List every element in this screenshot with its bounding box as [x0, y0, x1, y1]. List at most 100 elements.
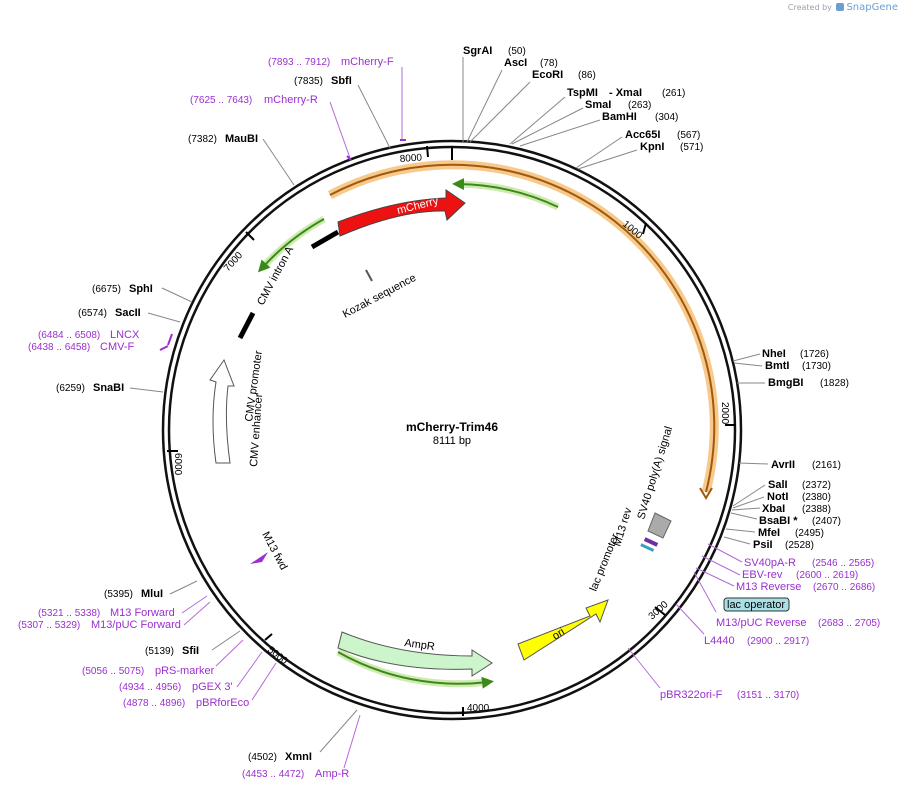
tick-label-8000: 8000 — [399, 152, 422, 165]
leader-bsabi — [730, 512, 758, 520]
leader-mfei — [725, 528, 756, 533]
lac-operator-box — [723, 597, 790, 612]
primer-ebv-rev-range: (2600 .. 2619) — [796, 570, 858, 581]
backbone-outer — [161, 139, 743, 721]
enzyme-smai-pos: (263) — [628, 100, 651, 111]
leader-xbai — [731, 507, 761, 511]
enzyme-snabi-name[interactable]: SnaBI — [93, 382, 124, 394]
enzyme-mlui-pos: (5395) — [104, 589, 133, 600]
enzyme-noti-name[interactable]: NotI — [767, 491, 788, 503]
enzyme-sacii-name[interactable]: SacII — [115, 307, 141, 319]
primer-cmv-f-range: (6438 .. 6458) — [28, 342, 90, 353]
primer-prs-marker-name[interactable]: pRS-marker — [155, 665, 215, 677]
enzyme-mlui-name[interactable]: MluI — [141, 588, 163, 600]
leader-amp-r — [343, 714, 361, 769]
primer-arc-top-halo — [457, 180, 560, 211]
enzyme-mfei-name[interactable]: MfeI — [758, 527, 780, 539]
primer-lncx-name[interactable]: LNCX — [110, 329, 140, 341]
enzyme-asci-pos: (78) — [540, 58, 558, 69]
primer-pgex3-name[interactable]: pGEX 3' — [192, 681, 233, 693]
primer-pbrforeco-name[interactable]: pBRforEco — [196, 697, 249, 709]
enzyme-ecori-pos: (86) — [578, 70, 596, 81]
mcherry-arrow — [337, 189, 466, 237]
enzyme-tspmi-name[interactable]: TspMI — [567, 87, 598, 99]
primer-mcherry-r-name[interactable]: mCherry-R — [264, 94, 318, 106]
enzyme-tspmi-pos: (261) — [662, 88, 685, 99]
enzyme-sgrai-name[interactable]: SgrAI — [463, 45, 492, 57]
cmv-promoter-bar — [237, 311, 256, 340]
enzyme-xmni-name[interactable]: XmnI — [285, 751, 312, 763]
tick-7000 — [245, 231, 255, 241]
kozak-mark — [365, 269, 373, 282]
primer-m13-reverse-range: (2670 .. 2686) — [813, 582, 875, 593]
primer-lncx-range: (6484 .. 6508) — [38, 330, 100, 341]
enzyme-nhei-name[interactable]: NheI — [762, 348, 786, 360]
primer-mcherry-r-range: (7625 .. 7643) — [190, 95, 252, 106]
enzyme-avrii-name[interactable]: AvrII — [771, 459, 795, 471]
primer-m13-puc-reverse-range: (2683 .. 2705) — [818, 618, 880, 629]
leader-sali — [732, 484, 766, 507]
enzyme-bsabi-name[interactable]: BsaBI * — [759, 515, 798, 527]
primer-m13-puc-forward-range: (5307 .. 5329) — [18, 620, 80, 631]
enzyme-sgrai-pos: (50) — [508, 46, 526, 57]
leader-asci — [466, 69, 503, 143]
leader-maubi — [262, 138, 295, 186]
enzyme-bmgbi-name[interactable]: BmgBI — [768, 377, 803, 389]
primer-mcherry-f-name[interactable]: mCherry-F — [341, 56, 394, 68]
enzyme-snabi-pos: (6259) — [56, 383, 85, 394]
primer-cmv-f-name[interactable]: CMV-F — [100, 341, 135, 353]
enzyme-maubi-pos: (7382) — [188, 134, 217, 145]
leader-bmti — [733, 362, 763, 367]
enzyme-psii-name[interactable]: PsiI — [753, 539, 773, 551]
primer-m13-reverse-name[interactable]: M13 Reverse — [736, 581, 801, 593]
enzyme-asci-name[interactable]: AscI — [504, 57, 527, 69]
primer-m13-puc-forward-name[interactable]: M13/pUC Forward — [91, 619, 181, 631]
snapgene-credit: Created by SnapGene — [788, 2, 898, 13]
leader-l4440 — [675, 603, 705, 635]
plasmid-name: mCherry-Trim46 — [406, 420, 498, 434]
cmv-enhancer-label: CMV enhancer — [248, 393, 265, 467]
leader-sphi — [161, 287, 193, 303]
enzyme-ecori-name[interactable]: EcoRI — [532, 69, 563, 81]
tick-5000 — [264, 633, 273, 641]
enzyme-sbfi-name[interactable]: SbfI — [331, 75, 352, 87]
enzyme-bmti-pos: (1730) — [802, 361, 831, 372]
primer-m13-forward-range: (5321 .. 5338) — [38, 608, 100, 619]
enzyme-sphi-name[interactable]: SphI — [129, 283, 153, 295]
primer-arc-left — [257, 218, 325, 273]
leader-tspmi — [509, 96, 566, 145]
primer-m13-forward-name[interactable]: M13 Forward — [110, 607, 175, 619]
leader-bamhi — [519, 119, 601, 147]
enzyme-sfii-name[interactable]: SfiI — [182, 645, 199, 657]
leader-sacii — [147, 312, 181, 323]
enzyme-xmni-pos: (4502) — [248, 752, 277, 763]
enzyme-smai-name[interactable]: SmaI — [585, 99, 611, 111]
primer-amp-r-name[interactable]: Amp-R — [315, 768, 349, 780]
ampr-arrow — [337, 631, 493, 677]
enzyme-maubi-name[interactable]: MauBI — [225, 133, 258, 145]
leader-m13-puc-reverse — [693, 571, 717, 613]
enzyme-kpni-name[interactable]: KpnI — [640, 141, 664, 153]
enzyme-xmai-name[interactable]: - XmaI — [609, 87, 642, 99]
leader-pgex3 — [236, 651, 263, 688]
primer-m13-puc-reverse-name[interactable]: M13/pUC Reverse — [716, 617, 806, 629]
enzyme-xbai-name[interactable]: XbaI — [762, 503, 785, 515]
leader-sfii — [211, 630, 241, 651]
primer-sv40pa-r-name[interactable]: SV40pA-R — [744, 557, 796, 569]
leader-ecori — [469, 81, 531, 143]
orf-arc — [329, 163, 716, 493]
enzyme-sali-name[interactable]: SalI — [768, 479, 788, 491]
enzyme-acc65i-name[interactable]: Acc65I — [625, 129, 660, 141]
lac-promoter-label: lac promoter — [588, 532, 622, 593]
tick-label-3000: 3000 — [647, 599, 671, 622]
leader-pbrforeco — [251, 662, 277, 701]
enzyme-bmti-name[interactable]: BmtI — [765, 360, 789, 372]
primer-mcherry-f-range: (7893 .. 7912) — [268, 57, 330, 68]
primer-ebv-rev-name[interactable]: EBV-rev — [742, 569, 783, 581]
enzyme-bamhi-name[interactable]: BamHI — [602, 111, 637, 123]
primer-arc-bottom — [337, 651, 494, 689]
primer-pbr322ori-f-name[interactable]: pBR322ori-F — [660, 689, 723, 701]
sv40-polya-box — [647, 512, 672, 539]
primer-l4440-range: (2900 .. 2917) — [747, 636, 809, 647]
primer-l4440-name[interactable]: L4440 — [704, 635, 735, 647]
